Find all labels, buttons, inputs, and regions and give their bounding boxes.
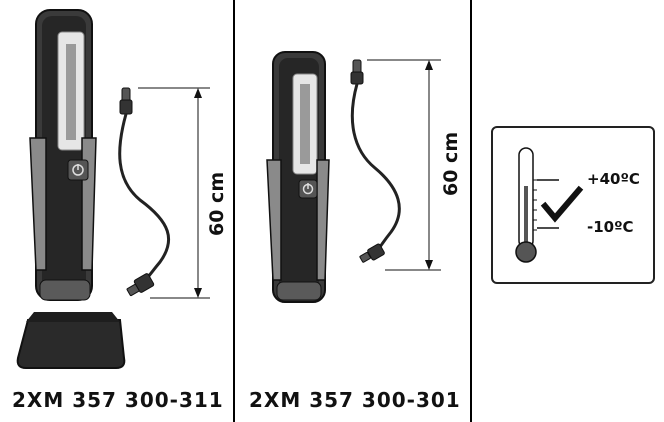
check-icon bbox=[540, 185, 584, 223]
operating-temperature-box: +40ºC -10ºC bbox=[491, 126, 655, 284]
product-panel-1: 60 cm 2XM 357 300-311 bbox=[0, 0, 233, 422]
divider-1 bbox=[233, 0, 235, 422]
cable-length-label: 60 cm bbox=[440, 131, 462, 196]
max-temperature: +40ºC bbox=[587, 170, 640, 188]
product-code: 2XM 357 300-311 bbox=[12, 388, 224, 412]
work-light-illustration-1 bbox=[16, 9, 210, 369]
product-panel-2: 60 cm 2XM 357 300-301 bbox=[235, 0, 470, 422]
cable-length-label: 60 cm bbox=[206, 171, 228, 236]
work-light-illustration-2 bbox=[266, 51, 441, 303]
min-temperature: -10ºC bbox=[587, 218, 634, 236]
product-code: 2XM 357 300-301 bbox=[249, 388, 461, 412]
divider-2 bbox=[470, 0, 472, 422]
thermometer-icon bbox=[515, 147, 584, 263]
